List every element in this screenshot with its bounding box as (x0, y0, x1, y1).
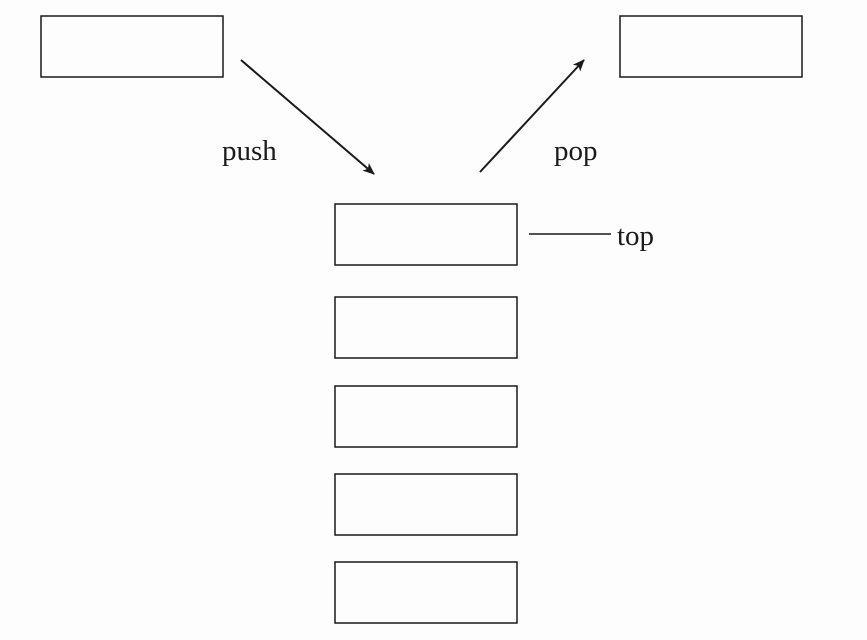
top-label: top (617, 220, 654, 252)
incoming-element-box (40, 15, 224, 78)
stack-slot-3 (334, 385, 518, 448)
push-label: push (222, 135, 277, 167)
pop-arrow (479, 59, 585, 173)
pop-label: pop (554, 135, 598, 167)
stack-slot-2 (334, 296, 518, 359)
stack-slot-bottom (334, 561, 518, 624)
outgoing-element-box (619, 15, 803, 78)
stack-slot-4 (334, 473, 518, 536)
push-arrow (240, 59, 375, 175)
stack-slot-top (334, 203, 518, 266)
